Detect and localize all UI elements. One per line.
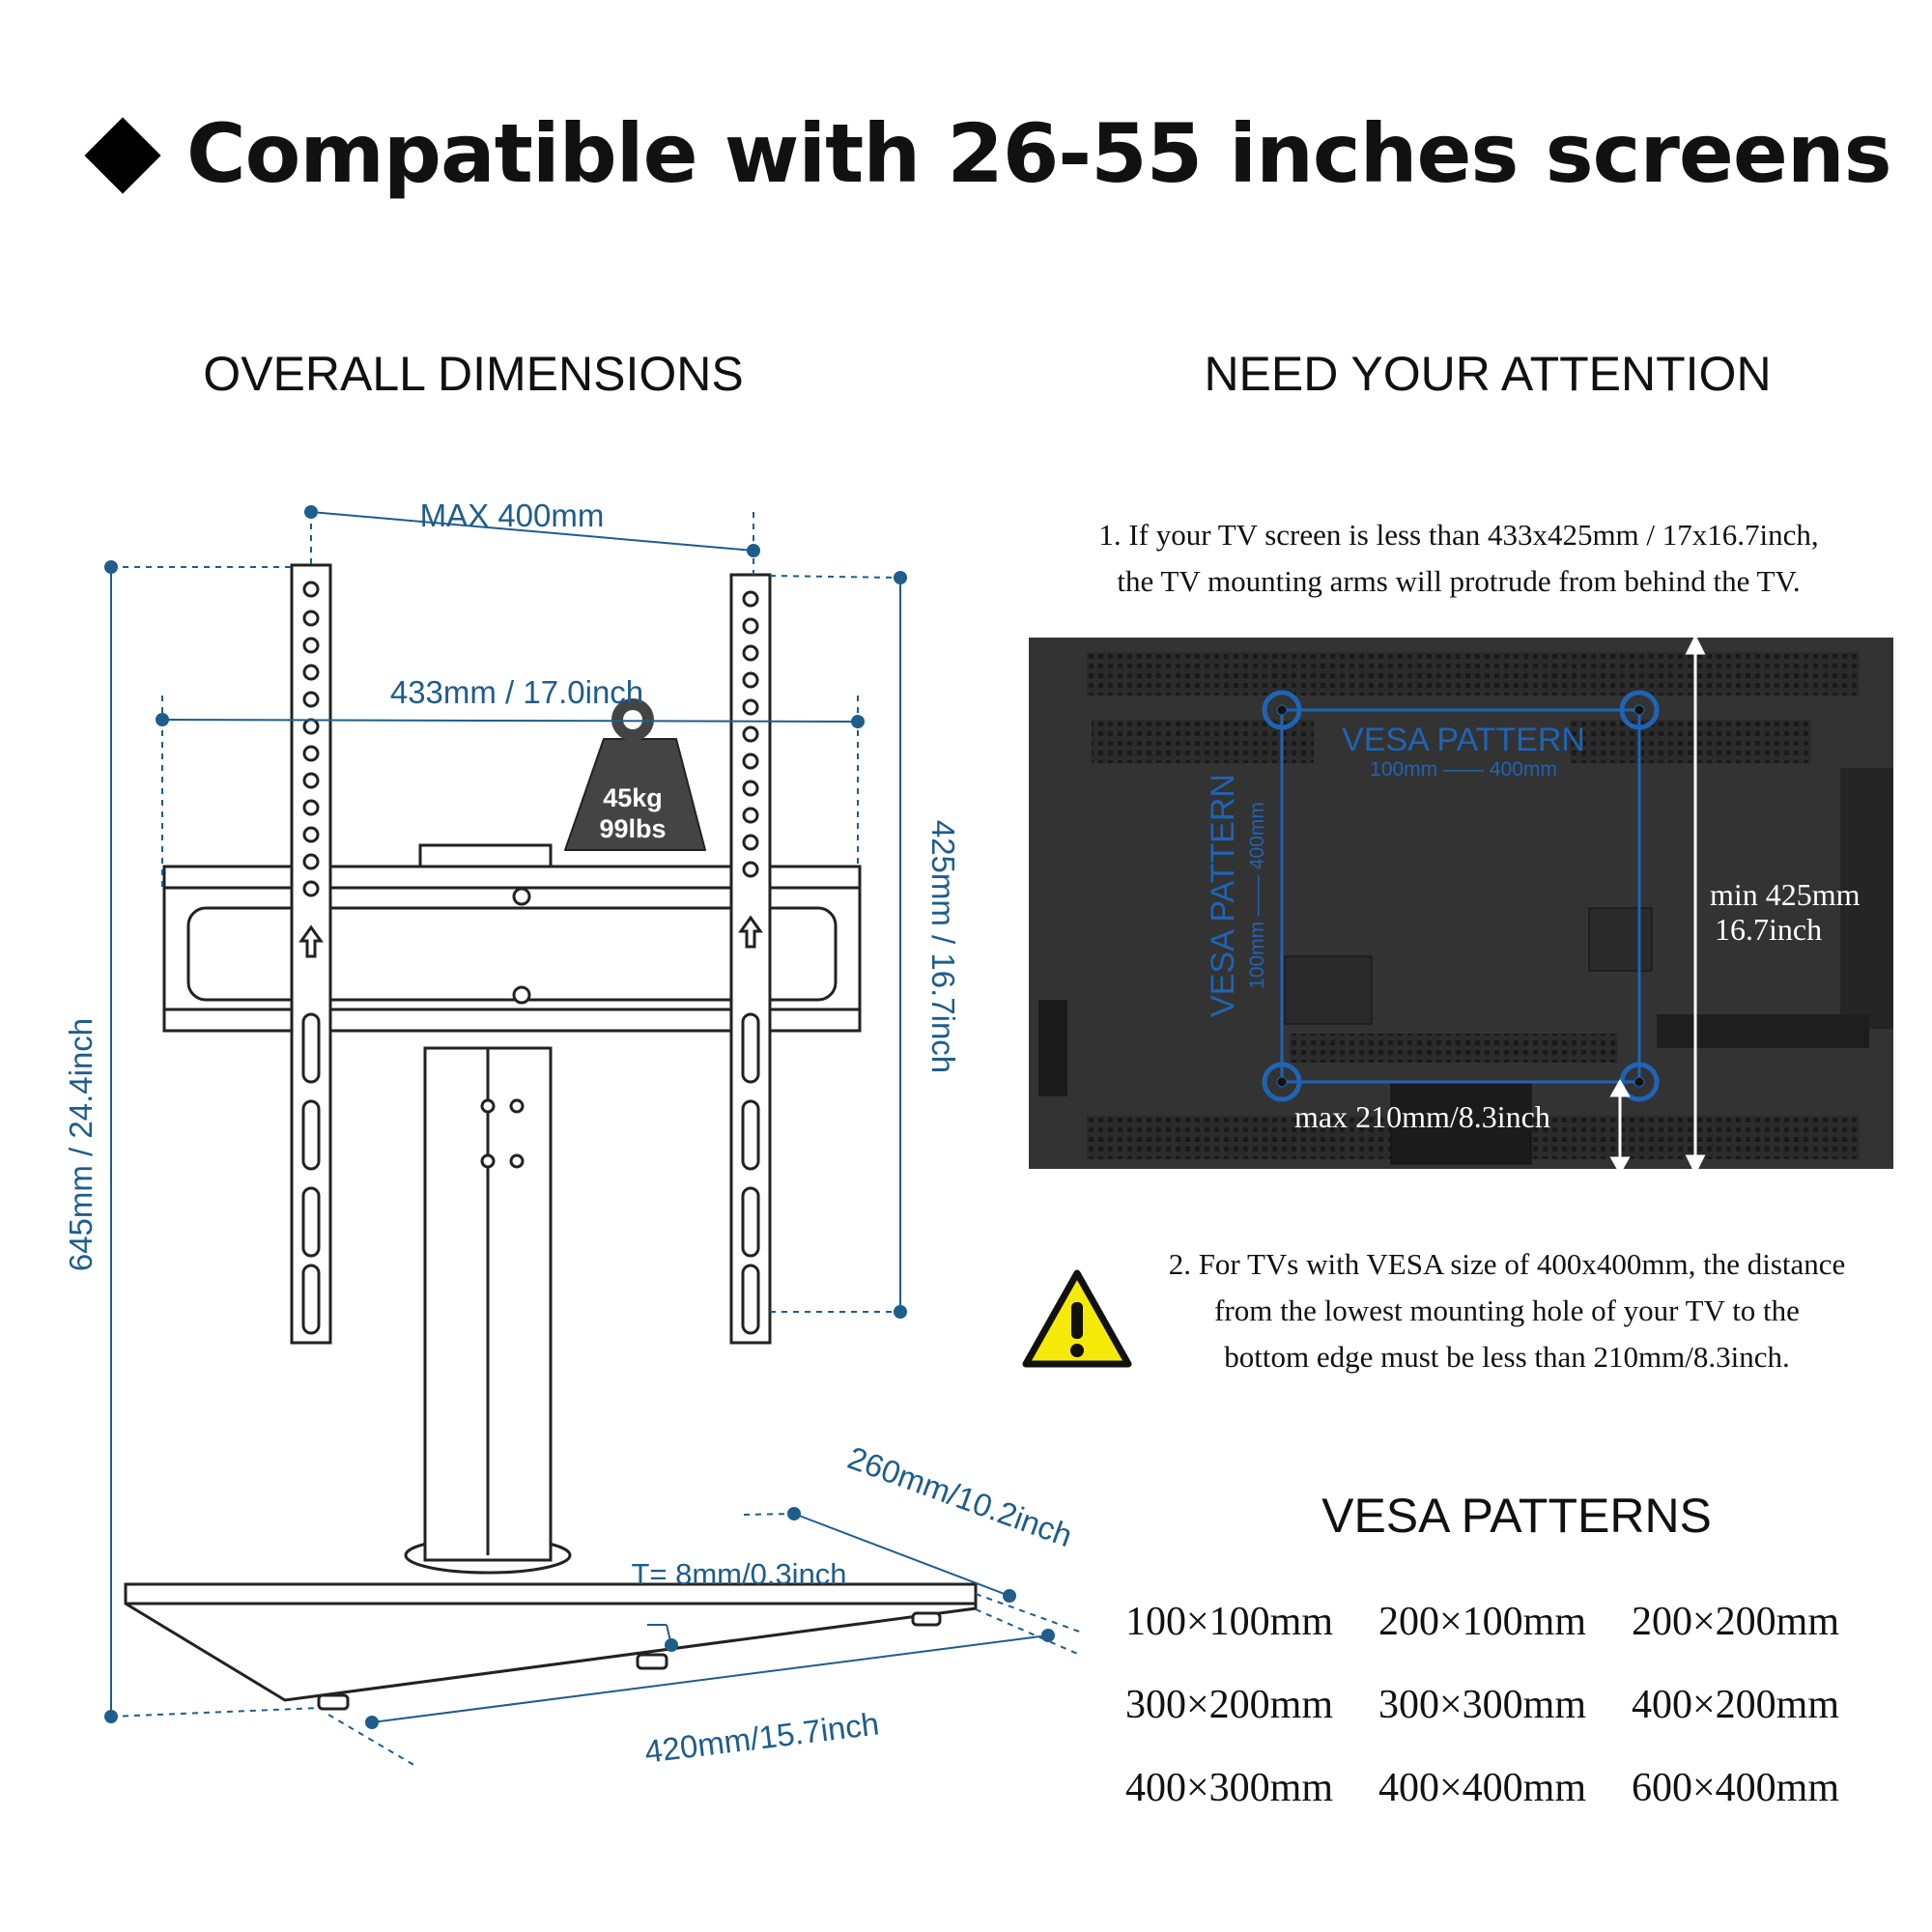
min-height-label: min 425mm (1710, 877, 1861, 912)
vesa-pattern-item: 600×400mm (1632, 1766, 1840, 1810)
vesa-overlay (1262, 690, 1660, 1102)
vesa-pattern-item: 300×300mm (1378, 1683, 1587, 1727)
weight-lbs: 99lbs (599, 814, 666, 843)
vesa-pattern-item: 300×200mm (1125, 1683, 1334, 1727)
vesa-vertical-range: 100mm —— 400mm (1246, 802, 1268, 989)
tv-rear-diagram: VESA PATTERN 100mm —— 400mm VESA PATTERN… (1029, 634, 1893, 1174)
attention-note-2: 2. For TVs with VESA size of 400x400mm, … (1168, 1247, 1846, 1374)
min-height-inch-label: 16.7inch (1715, 912, 1822, 947)
height-arrows (1609, 634, 1706, 1174)
vesa-horizontal-range: 100mm —— 400mm (1370, 758, 1557, 781)
vesa-horizontal-label: VESA PATTERN (1342, 722, 1585, 758)
base-width-label: 420mm/15.7inch (642, 1705, 881, 1769)
base-depth-label: 260mm/10.2inch (843, 1439, 1077, 1553)
mount-arm-right (729, 573, 772, 1345)
thickness-label: T= 8mm/0.3inch (631, 1557, 846, 1591)
stand-neck (1390, 1081, 1532, 1165)
base-plate (124, 1582, 978, 1711)
vesa-pattern-item: 400×300mm (1125, 1766, 1334, 1810)
total-height-label: 645mm / 24.4inch (63, 1018, 99, 1271)
mount-arm-left (290, 563, 332, 1345)
warning-icon (1022, 1269, 1132, 1368)
attention-note-1: 1. If your TV screen is less than 433x42… (1098, 518, 1819, 598)
max-width-label: MAX 400mm (420, 497, 605, 533)
vesa-vertical-label: VESA PATTERN (1205, 774, 1241, 1017)
headline: Compatible with 26-55 inches screens (82, 106, 1892, 201)
overall-dimensions-title: OVERALL DIMENSIONS (203, 347, 744, 401)
vesa-pattern-item: 200×100mm (1378, 1600, 1587, 1644)
vesa-pattern-item: 400×400mm (1378, 1766, 1587, 1810)
stand-column (404, 1046, 572, 1575)
bracket-width-label: 433mm / 17.0inch (390, 674, 643, 710)
diamond-bullet-icon (84, 117, 161, 194)
weight-kg: 45kg (603, 783, 663, 812)
vesa-patterns-title: VESA PATTERNS (1321, 1489, 1712, 1543)
stand-dimension-diagram: 45kg 99lbs MAX 400mm 433mm / 17.0inch 42… (63, 497, 1083, 1770)
need-attention-title: NEED YOUR ATTENTION (1204, 347, 1772, 401)
vesa-pattern-item: 400×200mm (1632, 1683, 1840, 1727)
max-distance-label: max 210mm/8.3inch (1294, 1099, 1550, 1134)
vesa-pattern-item: 200×200mm (1632, 1600, 1840, 1644)
vesa-patterns-grid: 100×100mm 200×100mm 200×200mm 300×200mm … (1125, 1599, 1885, 1811)
vesa-pattern-item: 100×100mm (1125, 1600, 1334, 1644)
bracket-height-label: 425mm / 16.7inch (925, 820, 961, 1073)
